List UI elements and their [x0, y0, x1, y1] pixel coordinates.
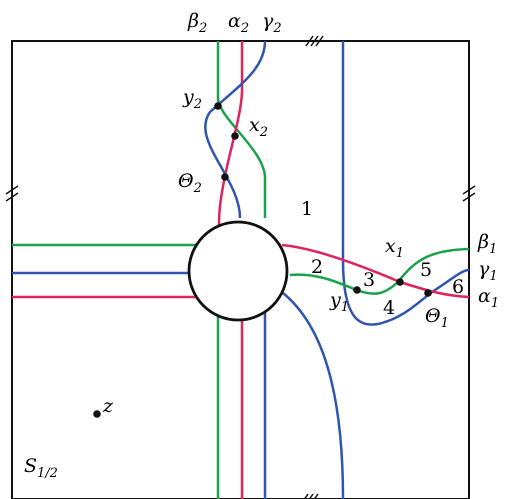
label-theta1: Θ1: [425, 305, 449, 331]
edge-identification-marks: [5, 35, 476, 499]
point-x2: [231, 132, 239, 140]
label-y2: y2: [182, 86, 202, 112]
label-theta2: Θ2: [178, 170, 202, 196]
label-gamma1: γ1: [478, 258, 498, 284]
point-y2: [214, 102, 222, 110]
beta-curve-top: [216, 41, 267, 218]
label-beta2: β2: [187, 10, 207, 36]
region-label-1: 1: [301, 198, 313, 220]
alpha-curve-right: [281, 243, 470, 299]
label-beta1: β1: [477, 231, 497, 257]
gamma-curve-top: [204, 40, 267, 219]
label-surface: S1/2: [24, 455, 58, 481]
point-y1: [353, 286, 361, 294]
label-gamma2: γ2: [262, 10, 282, 36]
basepoint-z: [93, 410, 101, 418]
gamma-curve-arc: [282, 292, 345, 499]
region-label-6: 6: [452, 276, 464, 298]
intersection-points: [93, 102, 432, 418]
label-x1: x1: [385, 235, 404, 261]
point-theta2: [221, 173, 229, 181]
point-theta1: [424, 289, 432, 297]
label-x2: x2: [249, 114, 268, 140]
region-label-5: 5: [420, 259, 432, 281]
gamma-curve-long: [341, 41, 470, 326]
label-y1: y1: [329, 289, 349, 315]
region-label-2: 2: [311, 256, 323, 278]
region-label-4: 4: [383, 297, 395, 319]
point-x1: [396, 278, 404, 286]
puncture-disk: [187, 220, 289, 322]
beta-curve-right: [289, 247, 470, 295]
label-alpha2: α2: [228, 10, 249, 36]
alpha-curve-top: [217, 41, 244, 227]
label-z: z: [102, 395, 114, 417]
region-label-3: 3: [363, 269, 375, 291]
label-alpha1: α1: [478, 285, 499, 311]
